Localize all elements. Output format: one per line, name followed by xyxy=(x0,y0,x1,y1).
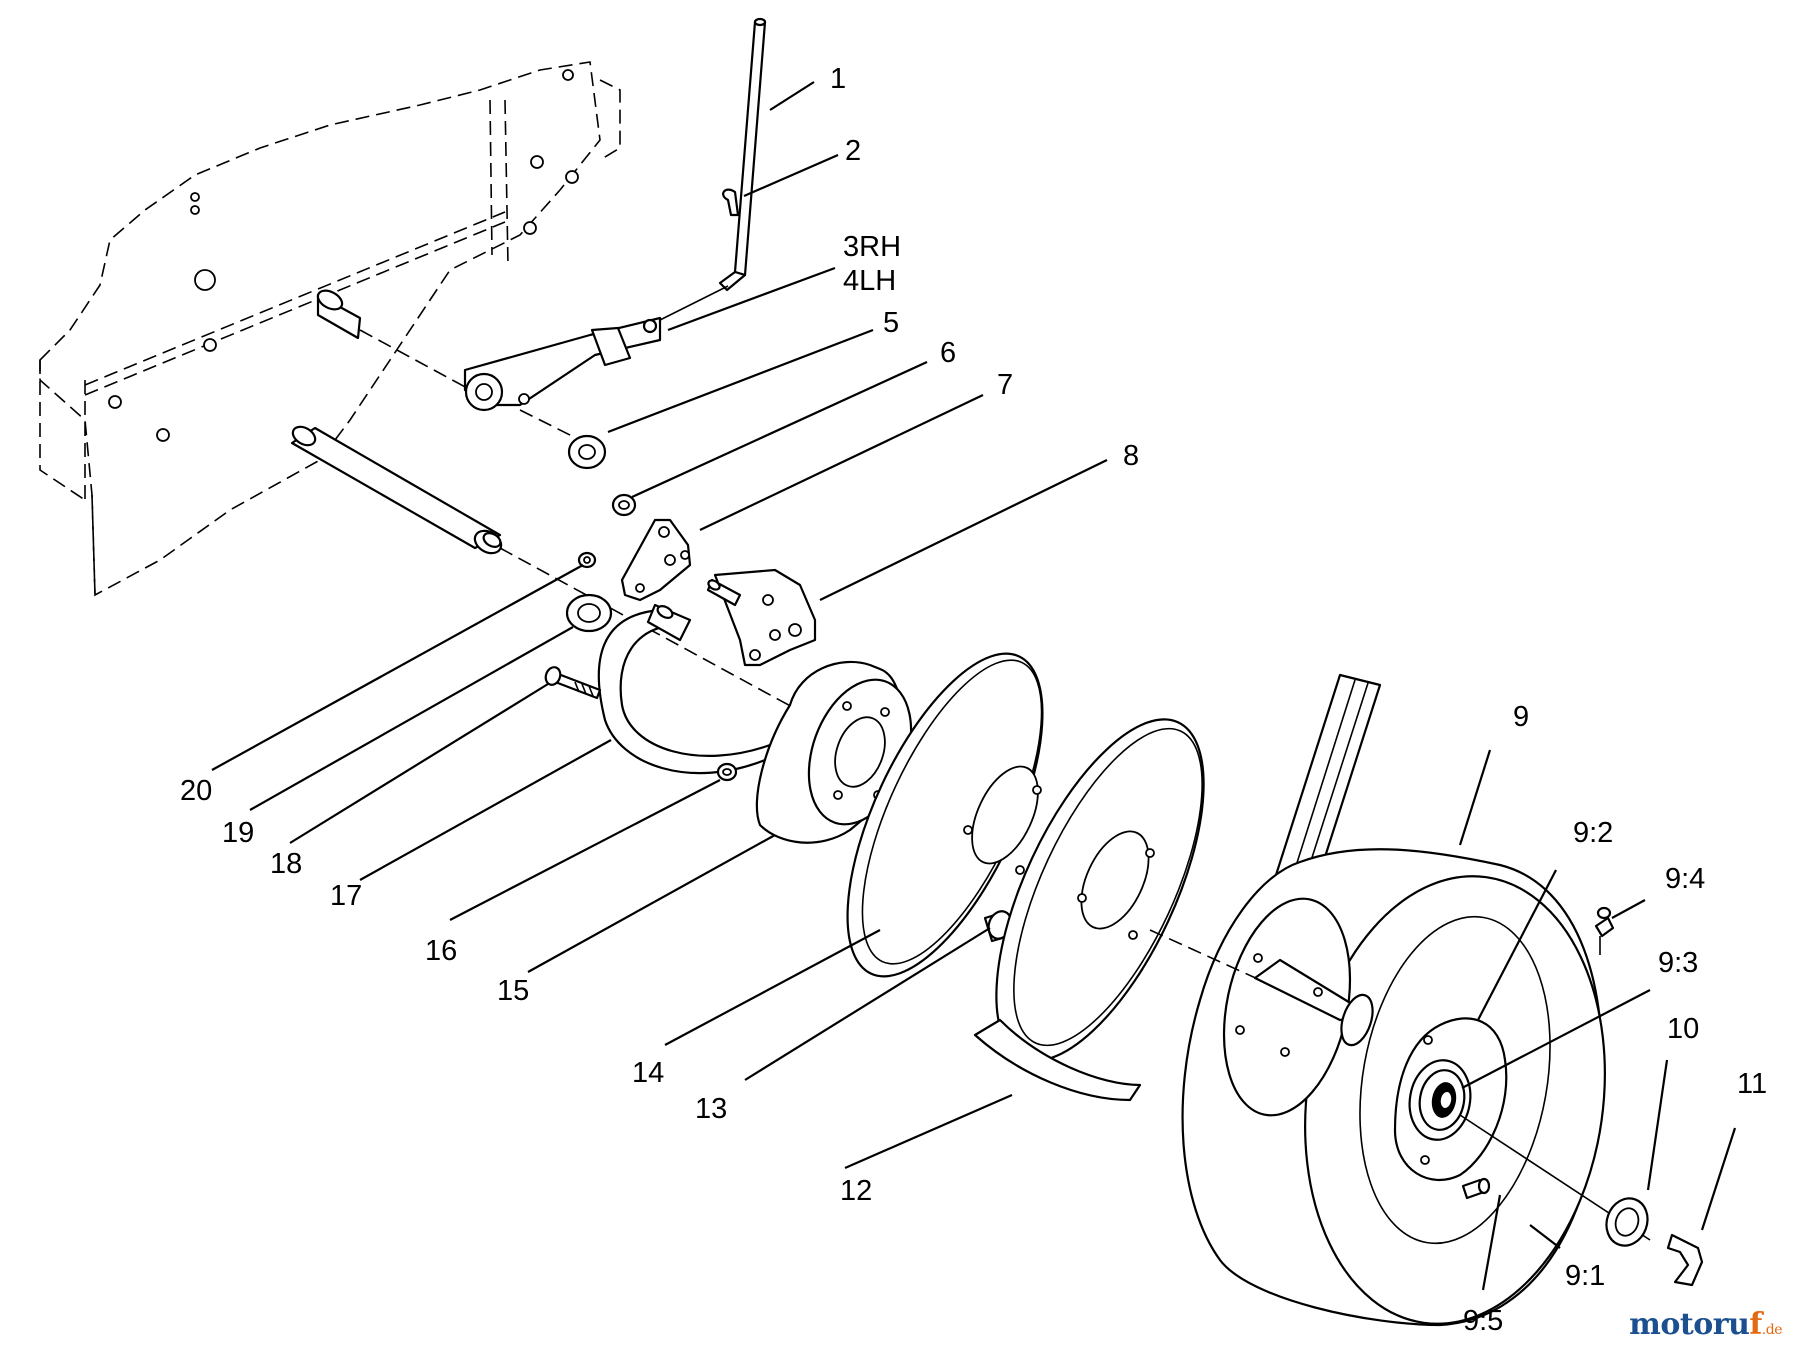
washer-10 xyxy=(1605,1197,1649,1247)
leader-lines xyxy=(211,81,1737,1291)
callout-10: 10 xyxy=(1667,1013,1699,1045)
grease-fitting-9-4 xyxy=(1594,906,1615,955)
callout-4lh: 4LH xyxy=(843,265,896,297)
callout-18: 18 xyxy=(270,848,302,880)
lock-nut-5 xyxy=(567,434,607,470)
nut-6 xyxy=(611,493,637,517)
watermark-logo: motoruf.de xyxy=(1629,1307,1782,1342)
callout-14: 14 xyxy=(632,1057,664,1089)
watermark-accent: f xyxy=(1749,1307,1762,1342)
tire-wheel-assembly xyxy=(1149,848,1606,1327)
brake-lever-arm xyxy=(463,316,662,441)
callout-labels: 1 2 3RH 4LH 5 6 7 8 9 9:2 9:4 9:3 10 11 … xyxy=(180,63,1767,1337)
callout-3rh: 3RH xyxy=(843,231,901,263)
bolt-18 xyxy=(544,666,602,700)
callout-1: 1 xyxy=(830,63,846,95)
callout-9: 9 xyxy=(1513,701,1529,733)
callout-9-1: 9:1 xyxy=(1565,1260,1605,1292)
callout-15: 15 xyxy=(497,975,529,1007)
nut-16 xyxy=(716,762,738,782)
callout-20: 20 xyxy=(180,775,212,807)
callout-12: 12 xyxy=(840,1175,872,1207)
brake-band xyxy=(597,603,772,775)
callout-9-5: 9:5 xyxy=(1463,1305,1503,1337)
callout-13: 13 xyxy=(695,1093,727,1125)
brake-rod xyxy=(659,17,767,321)
callout-8: 8 xyxy=(1123,440,1139,472)
callout-9-4: 9:4 xyxy=(1665,863,1705,895)
callout-19: 19 xyxy=(222,817,254,849)
hair-pin-clip xyxy=(722,188,740,217)
frame-phantom xyxy=(39,61,621,597)
callout-6: 6 xyxy=(940,337,956,369)
watermark-brand: motoru xyxy=(1629,1307,1750,1342)
watermark-tld: .de xyxy=(1761,1322,1783,1338)
callout-7: 7 xyxy=(997,369,1013,401)
brake-bracket xyxy=(620,518,817,667)
callout-11: 11 xyxy=(1737,1068,1767,1100)
callout-16: 16 xyxy=(425,935,457,967)
pivot-spacer xyxy=(316,289,481,396)
nut-20 xyxy=(577,551,597,569)
wheel-hub-disc xyxy=(846,652,1044,978)
callout-17: 17 xyxy=(330,880,362,912)
callout-5: 5 xyxy=(883,307,899,339)
callout-2: 2 xyxy=(845,135,861,167)
valve-stem-9-5 xyxy=(1461,1177,1491,1200)
washer-19 xyxy=(565,593,613,633)
retaining-clip-11 xyxy=(1666,1233,1704,1287)
wheel-half-12 xyxy=(973,718,1205,1102)
callout-9-2: 9:2 xyxy=(1573,817,1613,849)
callout-9-3: 9:3 xyxy=(1658,947,1698,979)
